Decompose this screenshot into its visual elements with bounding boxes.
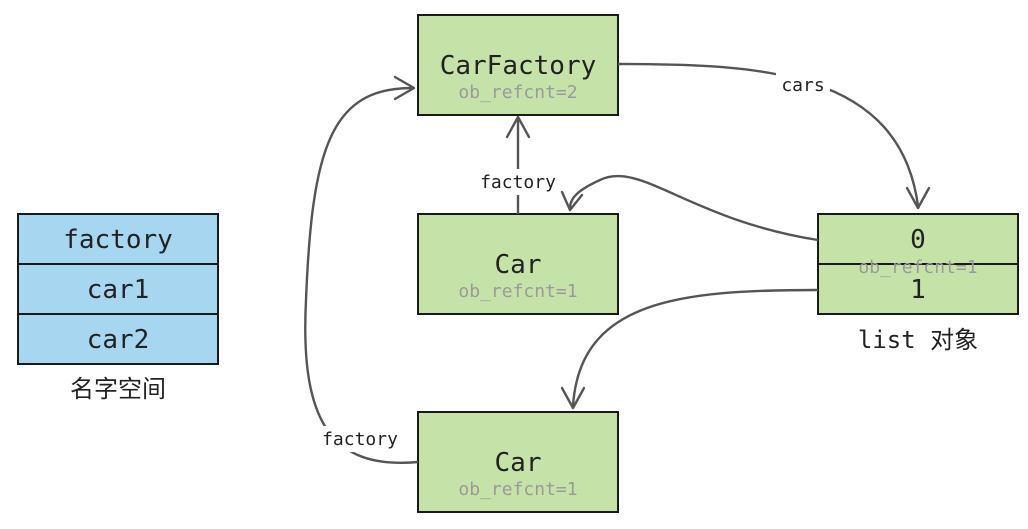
namespace-factory-label: factory [63,225,173,255]
list-refcount: ob_refcnt=1 [858,257,977,278]
list-object: 0 1 ob_refcnt=1 list 对象 [817,213,1019,354]
namespace-cell-factory [17,213,219,265]
edge-cars-label: cars [781,75,824,96]
car1-object: Car ob_refcnt=1 [417,213,619,315]
carfactory-refcount: ob_refcnt=2 [458,82,577,103]
namespace-cell-car1 [17,263,219,315]
namespace-car1-label: car1 [87,275,150,305]
edge-car1-factory-label: factory [480,172,556,193]
edge-cars: cars [617,62,931,210]
edge-list1-car2 [560,288,819,410]
edge-car2-factory: factory [304,75,419,465]
car1-name: Car [495,250,542,280]
namespace-cell-car2 [17,313,219,365]
namespace-table: factory car1 car2 名字空间 [17,213,219,403]
list-item-0-label: 0 [910,225,926,255]
list-item-1-label: 1 [910,275,926,305]
car1-refcount: ob_refcnt=1 [458,281,577,302]
carfactory-name: CarFactory [440,51,597,81]
edge-car2-factory-label: factory [322,429,398,450]
namespace-caption: 名字空间 [70,375,166,403]
car2-object: Car ob_refcnt=1 [417,411,619,513]
carfactory-box [417,14,619,116]
car2-refcount: ob_refcnt=1 [458,479,577,500]
list-caption: list 对象 [858,326,978,354]
edge-car1-factory: factory [470,115,566,214]
car2-name: Car [495,448,542,478]
namespace-car2-label: car2 [87,325,150,355]
carfactory-object: CarFactory ob_refcnt=2 [417,14,619,116]
car2-box [417,411,619,513]
car1-box [417,213,619,315]
edge-list0-car1 [560,174,819,242]
